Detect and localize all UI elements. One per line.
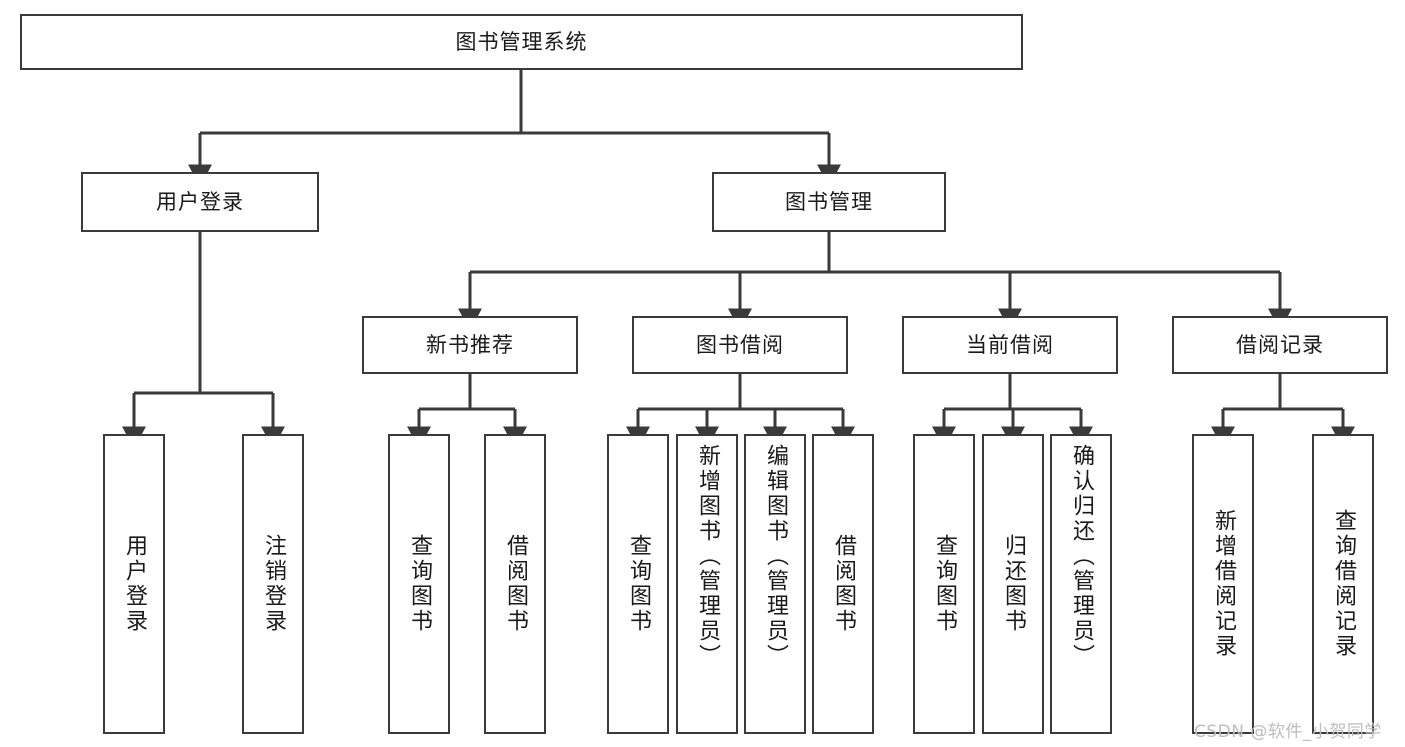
node-label-leaf-edit-book-admin: 编辑图书（管理员） [763,444,788,669]
node-label-leaf-borrow-book-2: 借阅图书 [831,534,856,634]
node-label-root: 图书管理系统 [455,29,588,54]
node-label-leaf-query-book-2: 查询图书 [626,534,651,634]
node-leaf-logout-login[interactable]: 注销登录 [242,434,304,734]
node-label-leaf-logout-login: 注销登录 [261,534,286,634]
node-leaf-add-borrow-record[interactable]: 新增借阅记录 [1192,434,1254,734]
node-leaf-query-borrow-record[interactable]: 查询借阅记录 [1312,434,1374,734]
node-label-leaf-add-borrow-record: 新增借阅记录 [1211,509,1236,659]
node-label-leaf-borrow-book-1: 借阅图书 [503,534,528,634]
node-label-leaf-user-login: 用户登录 [122,534,147,634]
node-borrow-record[interactable]: 借阅记录 [1172,316,1388,374]
node-label-leaf-add-book-admin: 新增图书（管理员） [695,444,720,669]
node-user-login[interactable]: 用户登录 [81,172,319,232]
node-label-leaf-query-borrow-record: 查询借阅记录 [1331,509,1356,659]
watermark-text: CSDN @软件_小贺同学 [1194,722,1382,742]
node-label-book-borrow: 图书借阅 [696,332,784,357]
node-current-borrow[interactable]: 当前借阅 [902,316,1118,374]
node-leaf-query-book-2[interactable]: 查询图书 [607,434,669,734]
node-label-leaf-query-book-1: 查询图书 [407,534,432,634]
node-label-book-manage: 图书管理 [785,189,873,214]
node-leaf-query-book-1[interactable]: 查询图书 [388,434,450,734]
node-leaf-query-book-3[interactable]: 查询图书 [913,434,975,734]
node-label-leaf-return-book: 归还图书 [1001,534,1026,634]
node-label-current-borrow: 当前借阅 [966,332,1054,357]
node-new-book-recommend[interactable]: 新书推荐 [362,316,578,374]
node-leaf-confirm-return-admin[interactable]: 确认归还（管理员） [1050,434,1112,734]
node-leaf-return-book[interactable]: 归还图书 [982,434,1044,734]
node-label-leaf-query-book-3: 查询图书 [932,534,957,634]
node-book-borrow[interactable]: 图书借阅 [632,316,848,374]
node-leaf-borrow-book-2[interactable]: 借阅图书 [812,434,874,734]
node-root[interactable]: 图书管理系统 [20,14,1023,70]
node-label-borrow-record: 借阅记录 [1236,332,1324,357]
node-leaf-edit-book-admin[interactable]: 编辑图书（管理员） [744,434,806,734]
node-label-new-book-recommend: 新书推荐 [426,332,514,357]
node-leaf-user-login[interactable]: 用户登录 [103,434,165,734]
node-book-manage[interactable]: 图书管理 [712,172,946,232]
node-leaf-borrow-book-1[interactable]: 借阅图书 [484,434,546,734]
node-label-leaf-confirm-return-admin: 确认归还（管理员） [1069,444,1094,669]
connector-paths [122,70,1355,449]
node-leaf-add-book-admin[interactable]: 新增图书（管理员） [676,434,738,734]
node-label-user-login: 用户登录 [156,189,244,214]
